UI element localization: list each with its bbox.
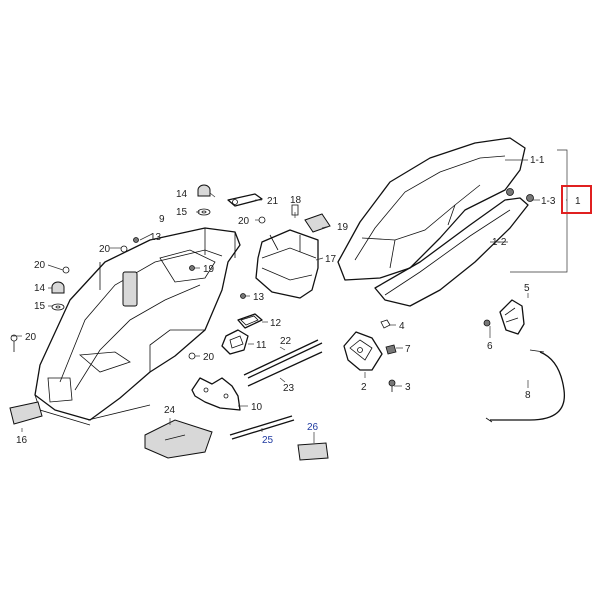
part-1-3-bump-stop[interactable] bbox=[506, 188, 534, 202]
part-14-grommet-upper[interactable] bbox=[197, 184, 211, 197]
callout-7: 7 bbox=[405, 344, 411, 355]
part-20-screw-mid[interactable] bbox=[120, 245, 128, 253]
callout-5: 5 bbox=[524, 283, 530, 294]
callout-1-1: 1-1 bbox=[530, 155, 545, 166]
callout-1-3: 1-3 bbox=[541, 196, 556, 207]
part-20-screw-left-b[interactable] bbox=[10, 334, 18, 352]
callout-9: 9 bbox=[159, 214, 165, 225]
part-26-pad[interactable] bbox=[297, 442, 329, 461]
callout-20-d: 20 bbox=[203, 352, 215, 363]
part-13-screw-a[interactable] bbox=[133, 237, 139, 243]
part-19-clip[interactable] bbox=[304, 213, 331, 233]
callout-19-a: 19 bbox=[337, 222, 349, 233]
part-6-bolt[interactable] bbox=[483, 319, 491, 327]
callout-15-left: 15 bbox=[34, 301, 46, 312]
part-21-latch[interactable] bbox=[227, 193, 263, 207]
callout-16: 16 bbox=[16, 435, 28, 446]
leader-lines bbox=[11, 149, 568, 443]
part-20-screw-left-a[interactable] bbox=[62, 266, 70, 274]
callout-4: 4 bbox=[399, 321, 405, 332]
callout-11: 11 bbox=[256, 340, 267, 351]
callout-6: 6 bbox=[487, 341, 493, 352]
callout-18: 18 bbox=[290, 195, 302, 206]
part-5-latch-hook[interactable] bbox=[499, 299, 525, 335]
part-2-seat-lock[interactable] bbox=[343, 331, 383, 371]
part-7-bolt[interactable] bbox=[385, 344, 397, 355]
callout-12: 12 bbox=[270, 318, 282, 329]
part-9-storage-box[interactable] bbox=[34, 227, 241, 426]
callout-20-c: 20 bbox=[25, 332, 37, 343]
callout-1[interactable]: 1 bbox=[575, 196, 581, 207]
part-23-strip[interactable] bbox=[247, 351, 323, 387]
part-19-clip-lower[interactable] bbox=[189, 265, 195, 271]
callout-1-2: 1-2 bbox=[492, 237, 507, 248]
part-24-mat[interactable] bbox=[144, 419, 213, 459]
part-18-fastener[interactable] bbox=[291, 204, 299, 216]
callout-3: 3 bbox=[405, 382, 411, 393]
part-3-bolt[interactable] bbox=[388, 379, 396, 392]
part-25-strip[interactable] bbox=[229, 415, 295, 440]
part-1-2-seat-base[interactable] bbox=[374, 197, 529, 307]
callout-20-b: 20 bbox=[34, 260, 46, 271]
part-16-cover[interactable] bbox=[9, 401, 43, 425]
part-4-nut[interactable] bbox=[380, 319, 391, 329]
callout-10: 10 bbox=[251, 402, 263, 413]
callout-labels: 1-1 1-2 1-3 1 9 14 15 13 20 20 14 15 20 … bbox=[16, 155, 581, 446]
callout-8: 8 bbox=[525, 390, 531, 401]
callout-13-a: 13 bbox=[150, 232, 162, 243]
callout-14-left: 14 bbox=[34, 283, 46, 294]
part-14-grommet-left[interactable] bbox=[51, 281, 65, 294]
part-15-washer-left[interactable] bbox=[51, 303, 65, 311]
highlight-box-part-1 bbox=[561, 185, 592, 214]
part-22-strip[interactable] bbox=[243, 339, 323, 379]
callout-21: 21 bbox=[267, 196, 279, 207]
part-10-bracket[interactable] bbox=[191, 377, 241, 411]
callout-20-a: 20 bbox=[99, 244, 111, 255]
callout-17: 17 bbox=[325, 254, 337, 265]
callout-22: 22 bbox=[280, 336, 292, 347]
callout-15-upper: 15 bbox=[176, 207, 188, 218]
callout-25: 25 bbox=[262, 435, 274, 446]
part-12-seal[interactable] bbox=[237, 313, 263, 329]
part-1-seat[interactable] bbox=[337, 137, 526, 281]
callout-26: 26 bbox=[307, 422, 319, 433]
callout-19-b: 19 bbox=[203, 264, 215, 275]
part-11-lens[interactable] bbox=[221, 329, 249, 355]
part-20-screw-upper[interactable] bbox=[258, 216, 266, 224]
part-13-screw-b[interactable] bbox=[240, 293, 246, 299]
part-17-bracket[interactable] bbox=[255, 229, 319, 299]
callout-14-upper: 14 bbox=[176, 189, 188, 200]
callout-13-b: 13 bbox=[253, 292, 265, 303]
callout-20-e: 20 bbox=[238, 216, 250, 227]
part-20-screw-lower[interactable] bbox=[188, 352, 196, 360]
callout-24: 24 bbox=[164, 405, 176, 416]
callout-2: 2 bbox=[361, 382, 367, 393]
callout-23: 23 bbox=[283, 383, 295, 394]
part-8-cable[interactable] bbox=[485, 349, 565, 423]
